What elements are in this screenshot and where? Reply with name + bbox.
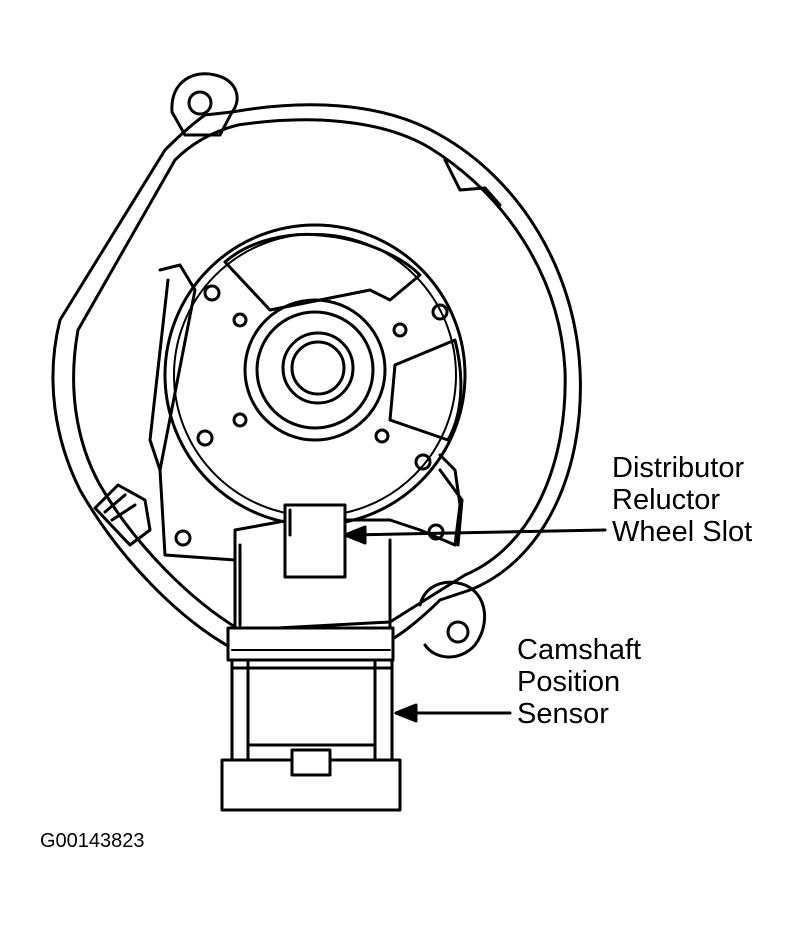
wheel-window-top <box>225 234 420 310</box>
label-line: Position <box>517 666 621 698</box>
reluctor-slot <box>285 505 345 577</box>
camshaft-sensor-label: Camshaft Position Sensor <box>517 634 641 730</box>
mount-ear-top <box>172 74 237 135</box>
wheel-hole <box>198 431 212 445</box>
hub-outer <box>245 300 385 440</box>
base-plate-edge <box>150 280 168 470</box>
wheel-hole <box>376 430 388 442</box>
wheel-hole <box>433 305 447 319</box>
housing-outer <box>53 105 580 650</box>
hub-ring <box>257 312 373 428</box>
sensor-neck <box>232 660 392 765</box>
reluctor-slot-label: Distributor Reluctor Wheel Slot <box>612 452 752 548</box>
plate-hole-left <box>176 531 190 545</box>
wheel-hole <box>416 455 430 469</box>
connector-latch <box>292 750 330 775</box>
wheel-hole <box>394 324 406 336</box>
reluctor-wheel <box>165 225 465 525</box>
wheel-hole <box>205 286 219 300</box>
reluctor-arrowhead <box>345 527 365 543</box>
figure-id: G00143823 <box>40 830 145 852</box>
shaft-outer <box>283 333 353 403</box>
housing-notch <box>445 160 500 205</box>
label-line: Distributor <box>612 452 745 484</box>
sensor-collar <box>228 628 393 660</box>
label-line: Camshaft <box>517 634 642 666</box>
wheel-hole <box>234 414 246 426</box>
label-line: Reluctor <box>612 484 720 516</box>
wheel-window-right <box>390 340 461 440</box>
wheel-hole <box>234 314 246 326</box>
label-line: Sensor <box>517 698 609 730</box>
plate-tab-right <box>440 470 462 545</box>
housing-lug-left-detail <box>105 495 135 520</box>
label-line: Wheel Slot <box>612 516 753 548</box>
reluctor-wheel-rim <box>174 234 456 516</box>
mount-ear-right <box>420 582 485 657</box>
mount-hole-top <box>189 92 211 114</box>
housing-lug-left <box>95 485 150 545</box>
mount-hole-right <box>448 622 468 642</box>
sensor-arrowhead <box>396 705 416 721</box>
shaft-inner <box>292 342 344 394</box>
reluctor-leader-line <box>350 530 605 535</box>
housing-inner <box>74 120 566 630</box>
